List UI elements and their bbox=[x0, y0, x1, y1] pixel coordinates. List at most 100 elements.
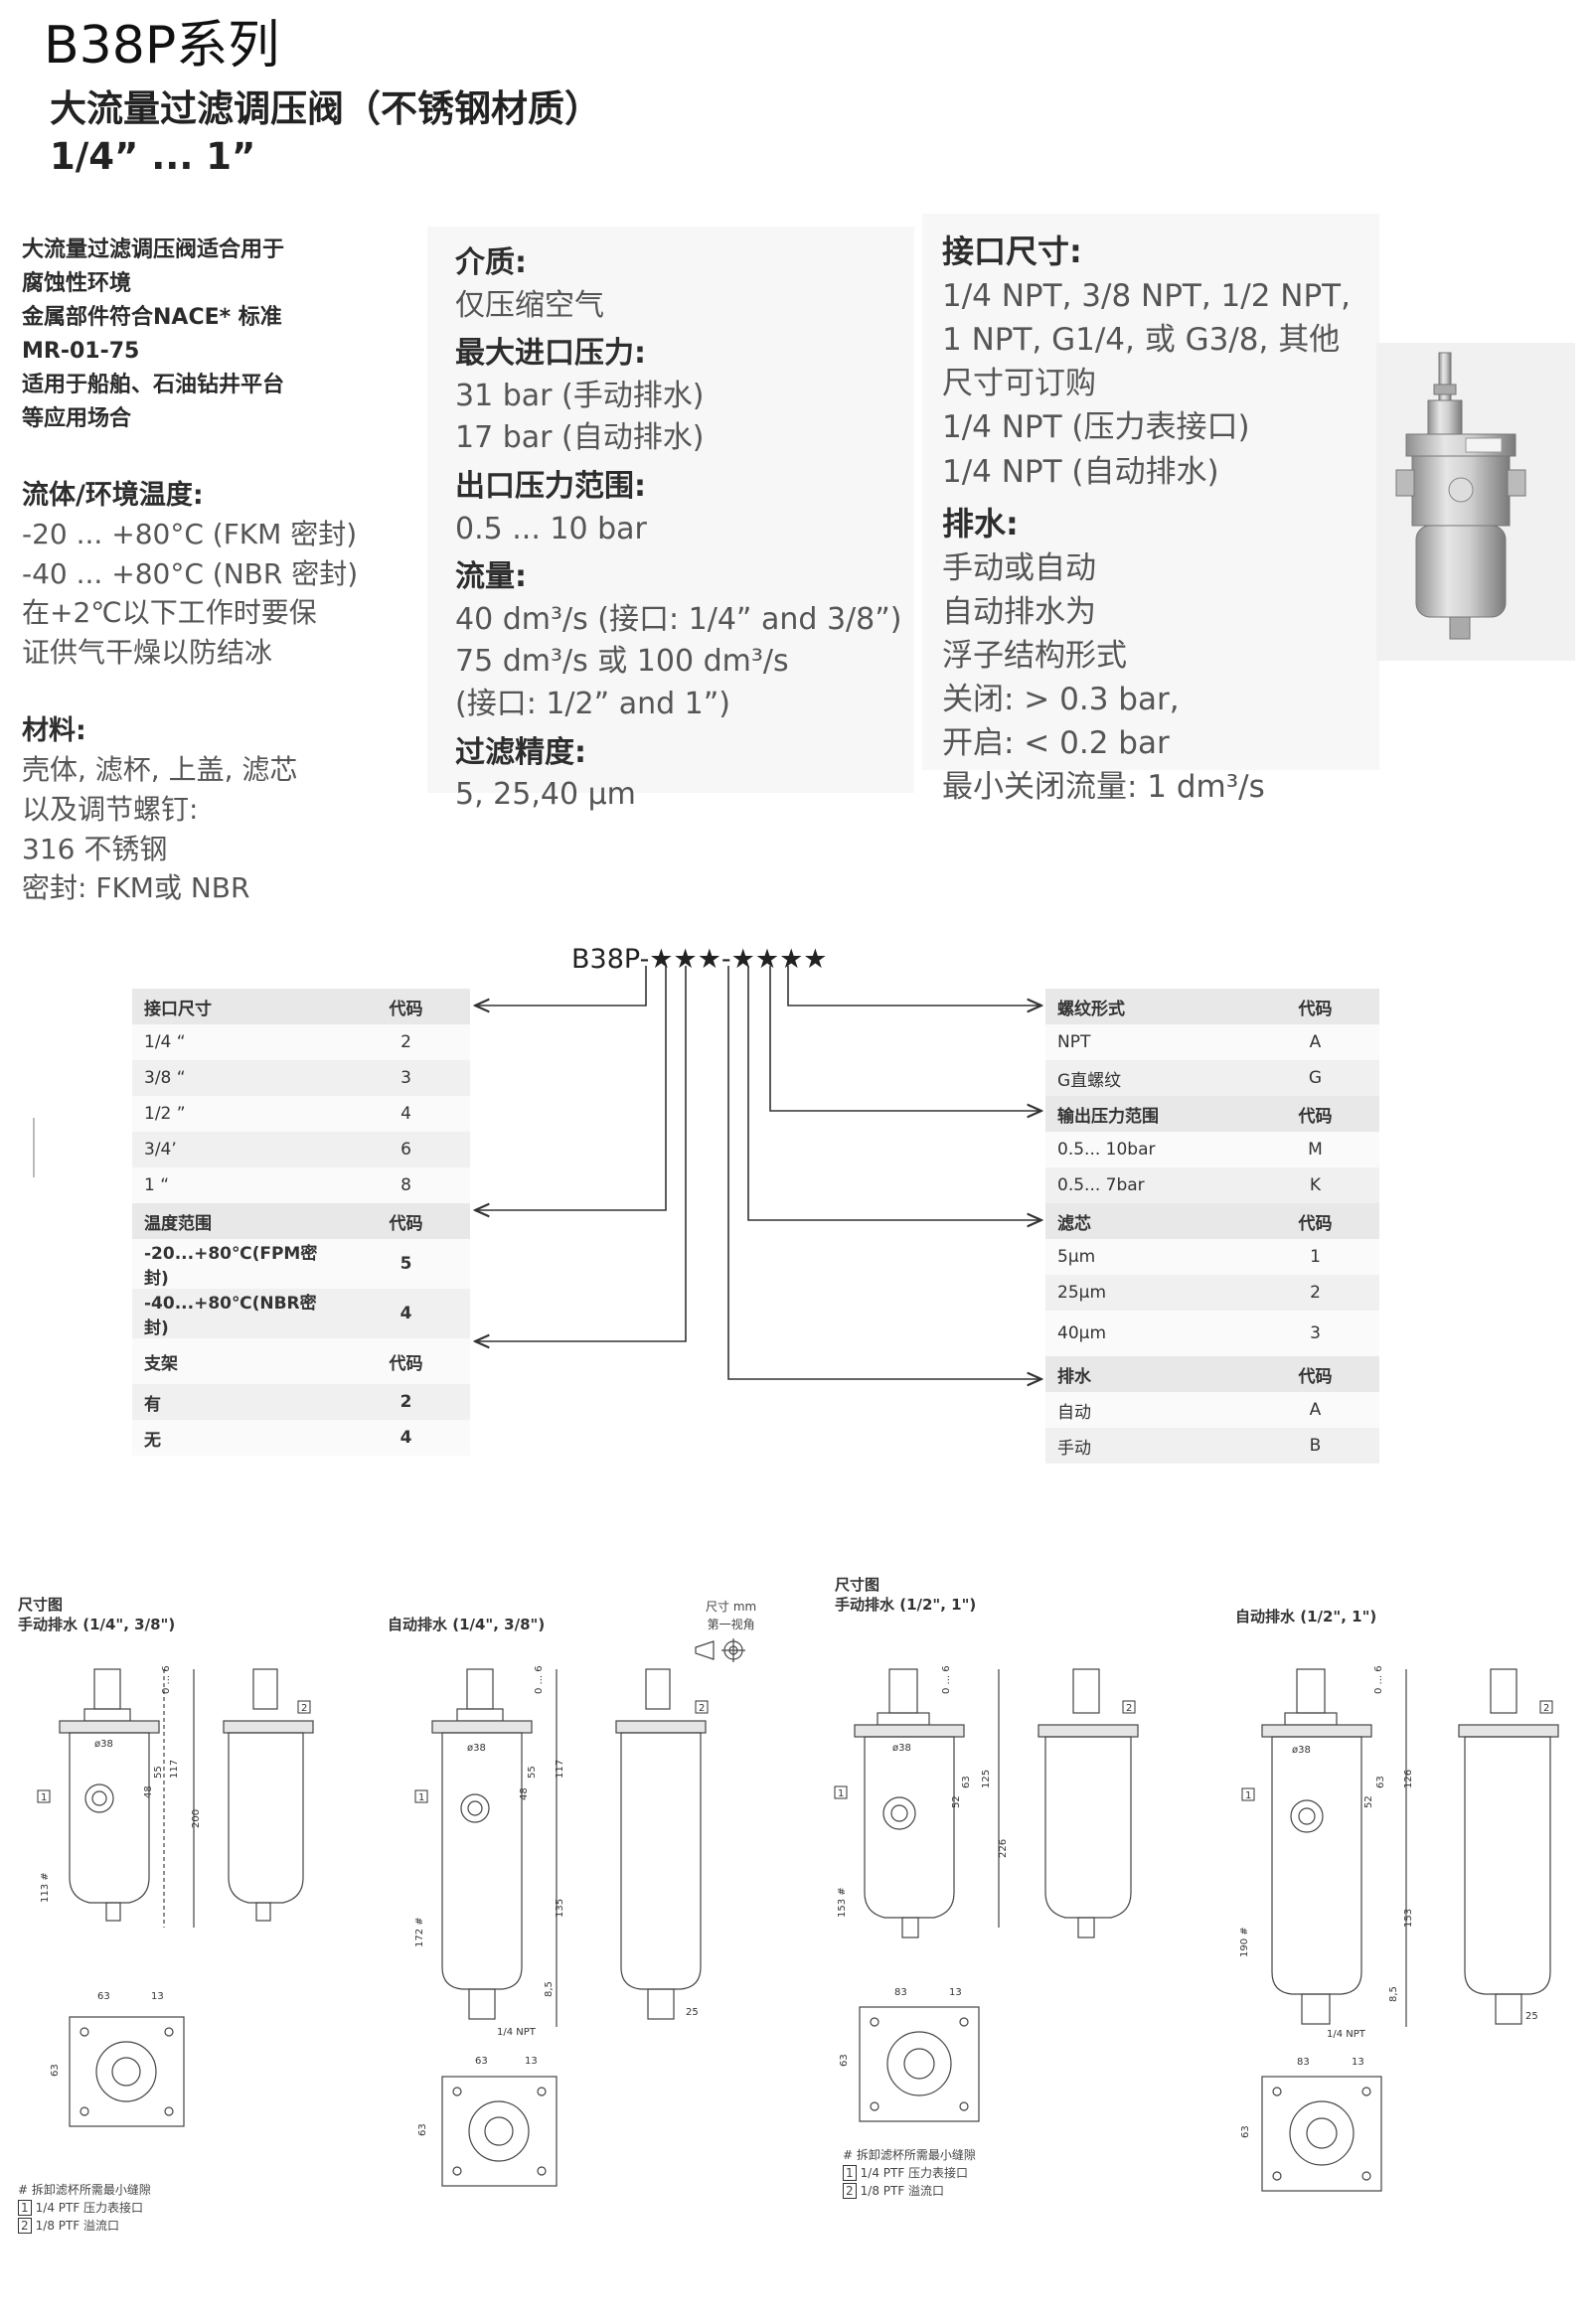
projection-label: 第一视角 bbox=[707, 1618, 755, 1631]
material-value: 密封: FKM或 NBR bbox=[22, 871, 250, 905]
table-cell: 2 bbox=[342, 1384, 470, 1420]
drain-value: 关闭: > 0.3 bar, bbox=[942, 682, 1180, 717]
table-cell: A bbox=[1251, 1024, 1379, 1060]
table-header: 排水 bbox=[1045, 1356, 1251, 1392]
dimension-drawings: 0 ... 6 117 200 55 48 113 # 63 63 13 ø38… bbox=[37, 1638, 1559, 2192]
dim-text: ø38 bbox=[1292, 1745, 1311, 1756]
table-cell: 6 bbox=[342, 1132, 470, 1167]
dim-text: 226 bbox=[998, 1839, 1009, 1858]
unit-label: 尺寸 mm bbox=[706, 1600, 757, 1614]
dim-text: 63 bbox=[97, 1991, 110, 2002]
dim-text: 63 bbox=[961, 1776, 972, 1788]
drawing-1-plan bbox=[69, 2016, 185, 2127]
dim-text: 200 bbox=[191, 1809, 202, 1828]
features-right-column: 接口尺寸: 1/4 NPT, 3/8 NPT, 1/2 NPT, 1 NPT, … bbox=[922, 214, 1379, 805]
port-size-value: 1/4 NPT (自动排水) bbox=[942, 453, 1219, 490]
arrow-bracket bbox=[475, 966, 687, 1341]
dim-text: 1/4 NPT bbox=[1327, 2029, 1366, 2040]
series-title: B38P系列 bbox=[44, 16, 280, 76]
intro-line: 大流量过滤调压阀适合用于 bbox=[22, 237, 285, 262]
dim-text: 63 bbox=[1375, 1776, 1386, 1788]
max-inlet-label: 最大进口压力: bbox=[455, 336, 646, 372]
table-cell: 1/4 “ bbox=[132, 1024, 342, 1060]
callout-label: 2 bbox=[1543, 1703, 1549, 1714]
dim-text: 113 # bbox=[40, 1872, 51, 1903]
callout-label: 2 bbox=[699, 1703, 705, 1714]
arrow-pressure bbox=[769, 966, 1041, 1111]
callout-label: 1 bbox=[1245, 1790, 1251, 1801]
features-left-column: 大流量过滤调压阀适合用于 腐蚀性环境 金属部件符合NACE* 标准 MR-01-… bbox=[22, 233, 419, 908]
dim-text: 48 bbox=[519, 1787, 530, 1800]
dim-text: 63 bbox=[839, 2054, 850, 2067]
material-value: 316 不锈钢 bbox=[22, 832, 168, 865]
table-cell: 手动 bbox=[1045, 1428, 1251, 1464]
medium-label: 介质: bbox=[455, 245, 527, 280]
port-size-value: 1 NPT, G1/4, 或 G3/8, 其他 bbox=[942, 322, 1341, 359]
dim-text: 25 bbox=[1525, 2011, 1538, 2022]
note-badge: 1 bbox=[18, 2200, 32, 2216]
table-cell: 有 bbox=[132, 1384, 342, 1420]
callout-label: 2 bbox=[1126, 1703, 1132, 1714]
dim-text: 52 bbox=[951, 1795, 962, 1808]
size-range: 1/4” ... 1” bbox=[50, 135, 256, 178]
temperature-value: -40 ... +80°C (NBR 密封) bbox=[22, 556, 359, 590]
drawing-4-front bbox=[1261, 1668, 1407, 2027]
dim-text: 25 bbox=[686, 2007, 699, 2018]
drawing-1-side bbox=[223, 1668, 314, 1922]
table-cell: B bbox=[1251, 1428, 1379, 1464]
table-header: 温度范围 bbox=[132, 1203, 342, 1239]
drawing-2-plan bbox=[441, 2076, 558, 2187]
drain-value: 自动排水为 bbox=[942, 593, 1096, 630]
dim-text: 13 bbox=[1352, 2057, 1364, 2068]
drawing-1-front bbox=[59, 1668, 195, 1928]
table-header: 代码 bbox=[1251, 1096, 1379, 1132]
dim-text: 0 ... 6 bbox=[941, 1665, 952, 1694]
dim-text: 83 bbox=[1297, 2057, 1310, 2068]
dim-text: 55 bbox=[153, 1766, 164, 1779]
temperature-note: 在+2℃以下工作时要保 bbox=[22, 596, 317, 630]
dim-text: 190 # bbox=[1239, 1927, 1250, 1957]
note-line: # 拆卸滤杯所需最小缝隙 bbox=[18, 2183, 151, 2197]
callout-label: 2 bbox=[301, 1703, 307, 1714]
dim-text: 13 bbox=[525, 2056, 538, 2067]
table-cell: M bbox=[1251, 1132, 1379, 1167]
table-cell: 2 bbox=[1251, 1275, 1379, 1311]
table-cell: 3 bbox=[1251, 1311, 1379, 1356]
table-cell: K bbox=[1251, 1167, 1379, 1203]
drawing-caption: 尺寸图 bbox=[18, 1596, 64, 1614]
flow-label: 流量: bbox=[455, 559, 527, 595]
drawing-4-plan bbox=[1261, 2076, 1382, 2192]
drawing-caption: 尺寸图 bbox=[835, 1576, 880, 1594]
dim-text: 52 bbox=[1363, 1795, 1374, 1808]
dim-text: 153 # bbox=[837, 1887, 848, 1918]
drawing-4-side bbox=[1458, 1668, 1559, 2025]
note-badge: 1 bbox=[843, 2165, 857, 2181]
port-size-value: 尺寸可订购 bbox=[942, 366, 1096, 402]
dim-text: 55 bbox=[527, 1766, 538, 1779]
callout-label: 1 bbox=[838, 1788, 844, 1799]
material-value: 壳体, 滤杯, 上盖, 滤芯 bbox=[22, 753, 298, 787]
table-header: 代码 bbox=[1251, 989, 1379, 1024]
dim-text: 8,5 bbox=[1388, 1986, 1399, 2002]
arrow-temperature bbox=[475, 966, 667, 1210]
callout-label: 1 bbox=[41, 1792, 47, 1803]
arrow-drain bbox=[727, 966, 1041, 1379]
intro-line: 金属部件符合NACE* 标准 bbox=[22, 305, 282, 331]
dim-text: 0 ... 6 bbox=[161, 1665, 172, 1694]
table-header: 滤芯 bbox=[1045, 1203, 1251, 1239]
table-cell: 3/4’ bbox=[132, 1132, 342, 1167]
drain-label: 排水: bbox=[942, 504, 1019, 542]
dim-text: 126 bbox=[1403, 1770, 1414, 1788]
drawing-4-title: 自动排水 (1/2", 1") bbox=[1235, 1608, 1377, 1626]
drain-value: 浮子结构形式 bbox=[942, 637, 1127, 674]
table-header: 代码 bbox=[342, 989, 470, 1024]
table-cell: 0.5... 10bar bbox=[1045, 1132, 1251, 1167]
flow-value: 75 dm³/s 或 100 dm³/s bbox=[455, 644, 789, 680]
table-cell: 3/8 “ bbox=[132, 1060, 342, 1096]
dim-text: 63 bbox=[475, 2056, 488, 2067]
dim-text: 13 bbox=[949, 1987, 962, 1998]
